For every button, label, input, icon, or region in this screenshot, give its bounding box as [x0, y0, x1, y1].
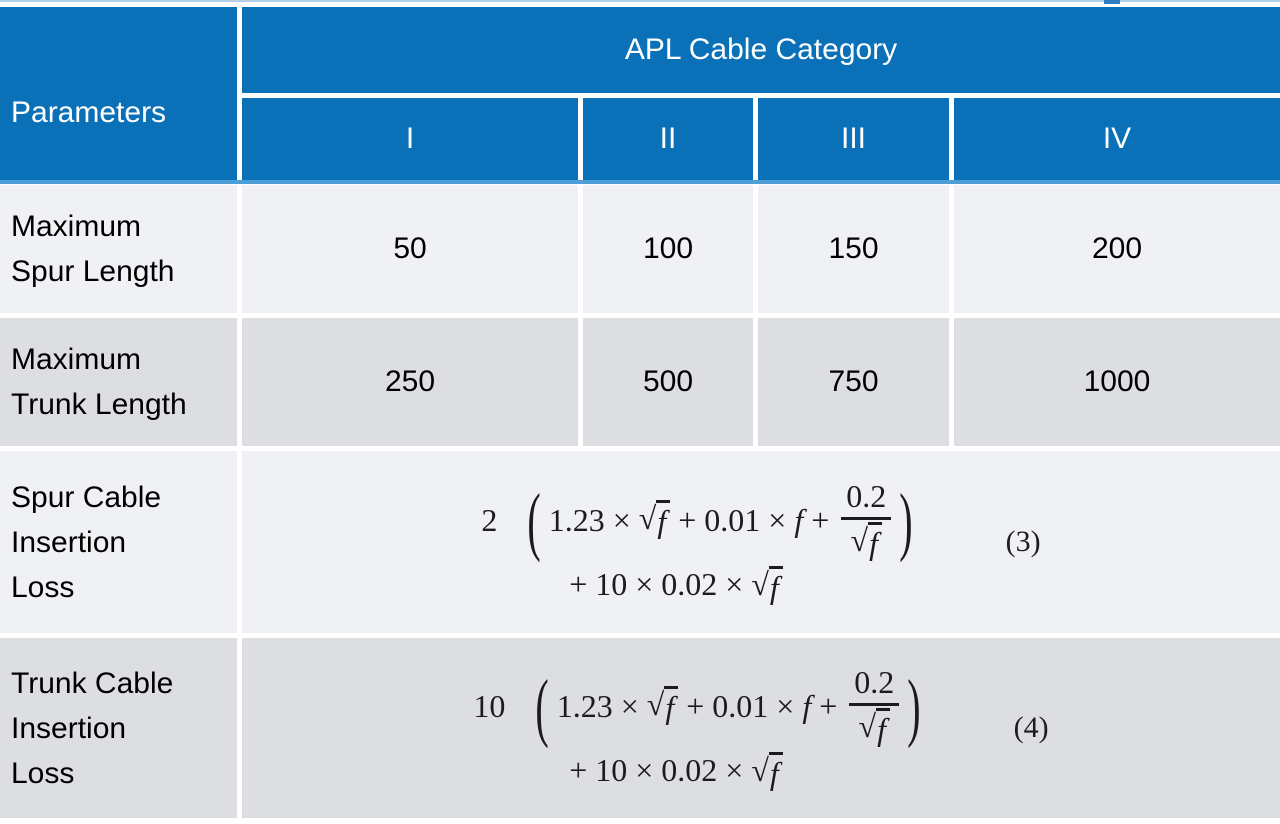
value-trunk-cat-i: 250 — [242, 318, 578, 446]
value-spur-cat-iii: 150 — [758, 185, 949, 313]
spur-insertion-loss-formula: 2 ( 1.23 × √f + 0.01 × f + 0.2 √f ) + 10… — [481, 477, 913, 606]
header-category-iii: III — [758, 98, 949, 180]
value-trunk-cat-iii: 750 — [758, 318, 949, 446]
right-paren: ) — [899, 477, 913, 563]
sqrt-f: √f — [751, 565, 783, 606]
row-label-trunk-cable-insertion-loss: Trunk Cable Insertion Loss — [0, 638, 237, 818]
sqrt-f: √f — [751, 751, 783, 792]
sqrt-f: √f — [859, 708, 890, 748]
value-spur-cat-iv: 200 — [954, 185, 1280, 313]
parameters-label: Parameters — [11, 95, 167, 129]
row-label-maximum-spur-length: Maximum Spur Length — [0, 185, 237, 313]
row-label-spur-cable-insertion-loss: Spur Cable Insertion Loss — [0, 451, 237, 633]
trunk-insertion-loss-formula: 10 ( 1.23 × √f + 0.01 × f + 0.2 √f ) + 1… — [473, 663, 921, 792]
value-trunk-cat-iv: 1000 — [954, 318, 1280, 446]
header-parameters: Parameters — [0, 7, 237, 180]
formula-coefficient: 10 — [473, 687, 506, 724]
right-paren: ) — [907, 663, 921, 749]
top-border-line — [0, 0, 1280, 2]
apl-category-label: APL Cable Category — [624, 33, 898, 66]
formula-coefficient: 2 — [481, 501, 498, 538]
equation-number-3: (3) — [1005, 525, 1041, 558]
value-spur-cat-i: 50 — [242, 185, 578, 313]
sqrt-f: √f — [851, 522, 882, 562]
left-paren: ( — [535, 663, 549, 749]
trunk-insertion-loss-formula-cell: 10 ( 1.23 × √f + 0.01 × f + 0.2 √f ) + 1… — [242, 638, 1280, 818]
fraction: 0.2 √f — [849, 664, 900, 748]
fraction: 0.2 √f — [841, 478, 892, 562]
header-apl-cable-category: APL Cable Category — [242, 7, 1280, 93]
header-category-ii: II — [583, 98, 753, 180]
header-body-divider — [0, 180, 1280, 184]
left-paren: ( — [527, 477, 541, 563]
cropped-text-artifact — [1104, 0, 1120, 4]
header-category-i: I — [242, 98, 578, 180]
value-trunk-cat-ii: 500 — [583, 318, 753, 446]
row-label-maximum-trunk-length: Maximum Trunk Length — [0, 318, 237, 446]
spur-insertion-loss-formula-cell: 2 ( 1.23 × √f + 0.01 × f + 0.2 √f ) + 10… — [242, 451, 1280, 633]
sqrt-f: √f — [639, 500, 671, 540]
equation-number-4: (4) — [1013, 711, 1049, 744]
sqrt-f: √f — [647, 686, 679, 726]
value-spur-cat-ii: 100 — [583, 185, 753, 313]
header-category-iv: IV — [954, 98, 1280, 180]
